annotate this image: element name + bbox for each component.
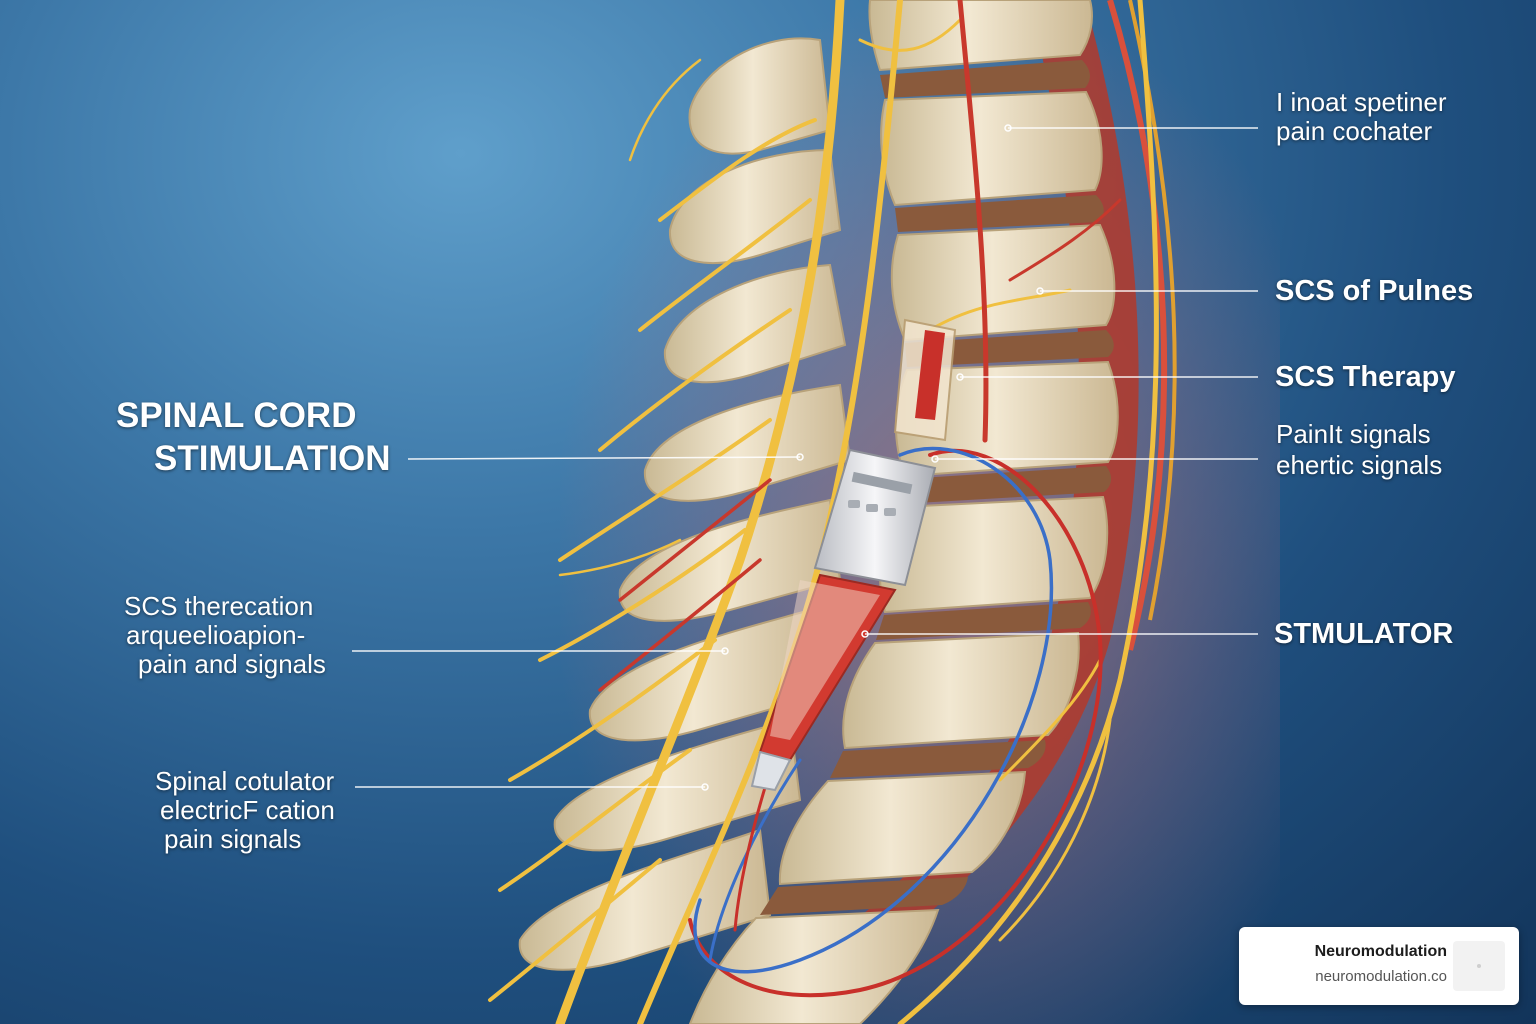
label-stimulator: STMULATOR — [1274, 618, 1454, 650]
right-signals-line-1: PainIt signals — [1276, 419, 1431, 449]
left-mid-line-1: SCS therecation — [124, 591, 314, 621]
left-low-line-3: pain signals — [164, 824, 302, 854]
image-icon — [1453, 941, 1505, 991]
title-line-1: SPINAL CORD — [116, 396, 357, 435]
source-name: Neuromodulation — [1314, 943, 1447, 960]
leader-dots — [701, 124, 1044, 791]
left-low-line-1: Spinal cotulator — [155, 766, 335, 796]
source-card[interactable]: Neuromodulation neuromodulation.co — [1239, 927, 1519, 1005]
stimulator-device — [750, 318, 957, 792]
blood-vessels — [598, 0, 1122, 692]
source-url: neuromodulation.co — [1315, 968, 1447, 985]
right-top-line-2: pain cochater — [1276, 116, 1433, 146]
left-mid-line-2: arqueelioapion- — [126, 620, 306, 650]
label-scs-pulses: SCS of Pulnes — [1275, 275, 1474, 307]
label-scs-therapy: SCS Therapy — [1275, 361, 1456, 393]
vertebral-bodies — [688, 0, 1119, 1024]
leader-lines — [352, 127, 1258, 788]
title-line-2: STIMULATION — [154, 439, 391, 478]
left-mid-line-3: pain and signals — [138, 649, 326, 679]
left-low-line-2: electricF cation — [160, 795, 335, 825]
right-top-line-1: I inoat spetiner — [1276, 87, 1447, 117]
right-signals-line-2: ehertic signals — [1276, 450, 1443, 480]
